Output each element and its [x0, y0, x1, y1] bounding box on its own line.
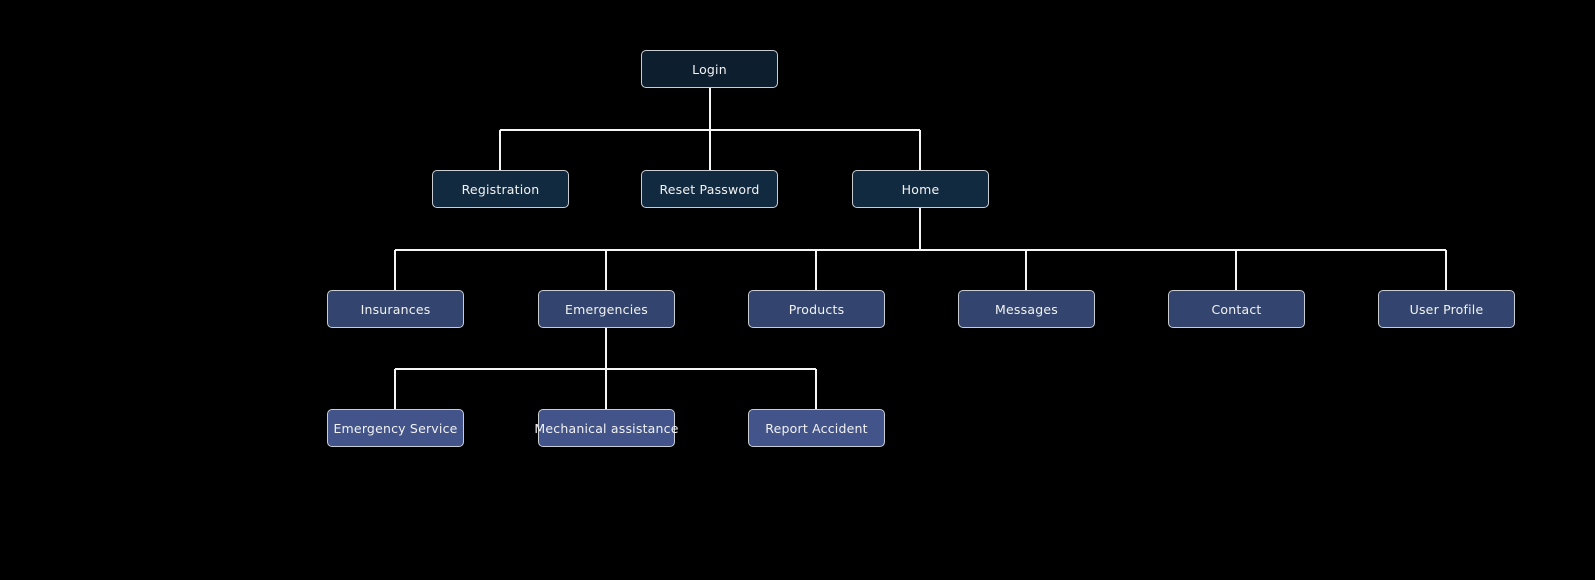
node-label: Mechanical assistance	[534, 420, 679, 436]
node-messages[interactable]: Messages	[958, 290, 1095, 328]
node-label: Registration	[461, 181, 540, 197]
node-label: Login	[692, 61, 727, 77]
node-label: Messages	[995, 301, 1058, 317]
node-registration[interactable]: Registration	[432, 170, 569, 208]
node-contact[interactable]: Contact	[1168, 290, 1305, 328]
node-login[interactable]: Login	[641, 50, 778, 88]
node-label: Emergencies	[565, 301, 648, 317]
node-mechanical-assistance[interactable]: Mechanical assistance	[534, 409, 678, 447]
node-label: Home	[901, 181, 940, 197]
node-user-profile[interactable]: User Profile	[1378, 290, 1515, 328]
node-insurances[interactable]: Insurances	[327, 290, 464, 328]
node-reset-password[interactable]: Reset Password	[641, 170, 778, 208]
node-products[interactable]: Products	[748, 290, 885, 328]
node-label: User Profile	[1409, 301, 1484, 317]
node-label: Contact	[1211, 301, 1262, 317]
node-label: Products	[788, 301, 845, 317]
node-emergency-service[interactable]: Emergency Service	[327, 409, 464, 447]
node-label: Emergency Service	[333, 420, 458, 436]
node-label: Reset Password	[659, 181, 760, 197]
node-label: Insurances	[360, 301, 431, 317]
node-home[interactable]: Home	[852, 170, 989, 208]
node-emergencies[interactable]: Emergencies	[538, 290, 675, 328]
node-label: Report Accident	[765, 420, 868, 436]
node-report-accident[interactable]: Report Accident	[748, 409, 885, 447]
